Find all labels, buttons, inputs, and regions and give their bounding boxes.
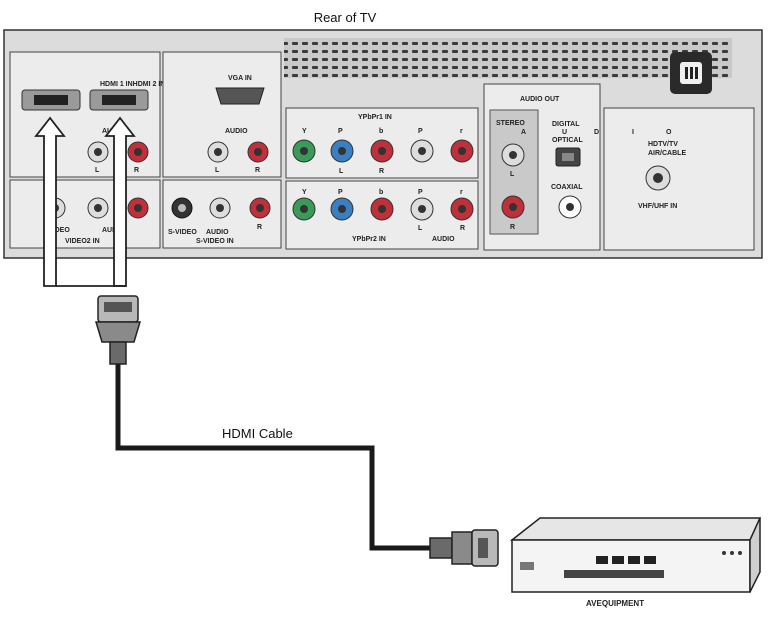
- hdmi-plug-device: [429, 529, 499, 567]
- video2-label: VIDEO2 IN: [65, 238, 100, 245]
- ypbpr1-p2-label: P: [418, 128, 423, 135]
- ypbpr2-panel: Y P b P r L R YPbPr2 IN AUDIO: [285, 180, 479, 250]
- rf-o-label: O: [666, 129, 672, 136]
- ypbpr1-panel: YPbPr1 IN Y P b P r L R: [285, 107, 479, 179]
- ypbpr2-b-label: b: [379, 189, 383, 196]
- arrow-hdmi-1: [34, 116, 66, 287]
- video2-video-label: VIDEO: [48, 227, 70, 234]
- ypbpr2-audio-label: AUDIO: [432, 236, 455, 243]
- hdmi-l-label: L: [95, 167, 100, 174]
- device-label: AVEQUIPMENT: [586, 599, 644, 608]
- ypbpr1-r-audio-label: R: [379, 168, 384, 175]
- power-inlet-icon: [670, 52, 712, 94]
- video2-panel: VIDEO AUDIO VIDEO2 IN: [9, 179, 161, 249]
- ypbpr2-p2-label: P: [418, 189, 423, 196]
- ypbpr2-l-label: L: [418, 225, 423, 232]
- rf-panel: I O HDTV/TV AIR/CABLE VHF/UHF IN: [603, 107, 755, 251]
- rf-i-label: I: [632, 129, 634, 136]
- coaxial-label: COAXIAL: [551, 184, 583, 191]
- ypbpr1-l-label: L: [339, 168, 344, 175]
- vga-r-label: R: [255, 167, 260, 174]
- hdmi-r-label: R: [134, 167, 139, 174]
- ypbpr1-y-label: Y: [302, 128, 307, 135]
- hdtv-label: HDTV/TV: [648, 141, 678, 148]
- vga-audio-label: AUDIO: [225, 128, 248, 135]
- digital-d-label: D: [594, 129, 599, 136]
- audio-out-r-label: R: [510, 224, 515, 231]
- audio-out-label: AUDIO OUT: [520, 96, 560, 103]
- svideo-panel: S-VIDEO AUDIO S-VIDEO IN R: [162, 179, 282, 249]
- ypbpr1-b-label: b: [379, 128, 383, 135]
- av-equipment: [509, 517, 762, 593]
- ypbpr2-p-label: P: [338, 189, 343, 196]
- stereo-a-label: A: [521, 129, 526, 136]
- ypbpr2-r-label: r: [460, 189, 463, 196]
- ypbpr1-p-label: P: [338, 128, 343, 135]
- vga-l-label: L: [215, 167, 220, 174]
- hdmi-arrows: [34, 116, 136, 287]
- vent-grille: [284, 38, 732, 78]
- ypbpr1-r-label: r: [460, 128, 463, 135]
- vga-port: [215, 87, 265, 105]
- air-cable-label: AIR/CABLE: [648, 150, 686, 157]
- audio-out-panel: AUDIO OUT STEREO A L R DIGITAL U OPTICAL…: [483, 83, 601, 251]
- cable-label: HDMI Cable: [222, 426, 293, 441]
- stereo-label: STEREO: [496, 120, 525, 127]
- hdmi-plug-tv: [94, 295, 142, 365]
- hdmi-panel: HDMI 1 INHDMI 2 IN AUDIO L R: [9, 51, 165, 178]
- ypbpr2-label: YPbPr2 IN: [352, 236, 386, 243]
- vga-panel: VGA IN AUDIO L R: [162, 51, 282, 178]
- ypbpr2-r-audio-label: R: [460, 225, 465, 232]
- digital-u-label: U: [562, 129, 567, 136]
- ypbpr1-label: YPbPr1 IN: [358, 114, 392, 121]
- digital-label: DIGITAL: [552, 121, 580, 128]
- ypbpr2-y-label: Y: [302, 189, 307, 196]
- svideo-audio-label: AUDIO: [206, 229, 229, 236]
- audio-out-l-label: L: [510, 171, 515, 178]
- hdmi-label: HDMI 1 INHDMI 2 IN: [100, 81, 165, 88]
- vhf-uhf-label: VHF/UHF IN: [638, 203, 677, 210]
- optical-label: OPTICAL: [552, 137, 583, 144]
- svideo-in-label: S-VIDEO IN: [196, 238, 234, 245]
- vga-label: VGA IN: [228, 75, 252, 82]
- title: Rear of TV: [314, 10, 377, 25]
- svideo-r-label: R: [257, 224, 262, 231]
- svideo-label: S-VIDEO: [168, 229, 197, 236]
- hdmi-cable: [115, 364, 430, 551]
